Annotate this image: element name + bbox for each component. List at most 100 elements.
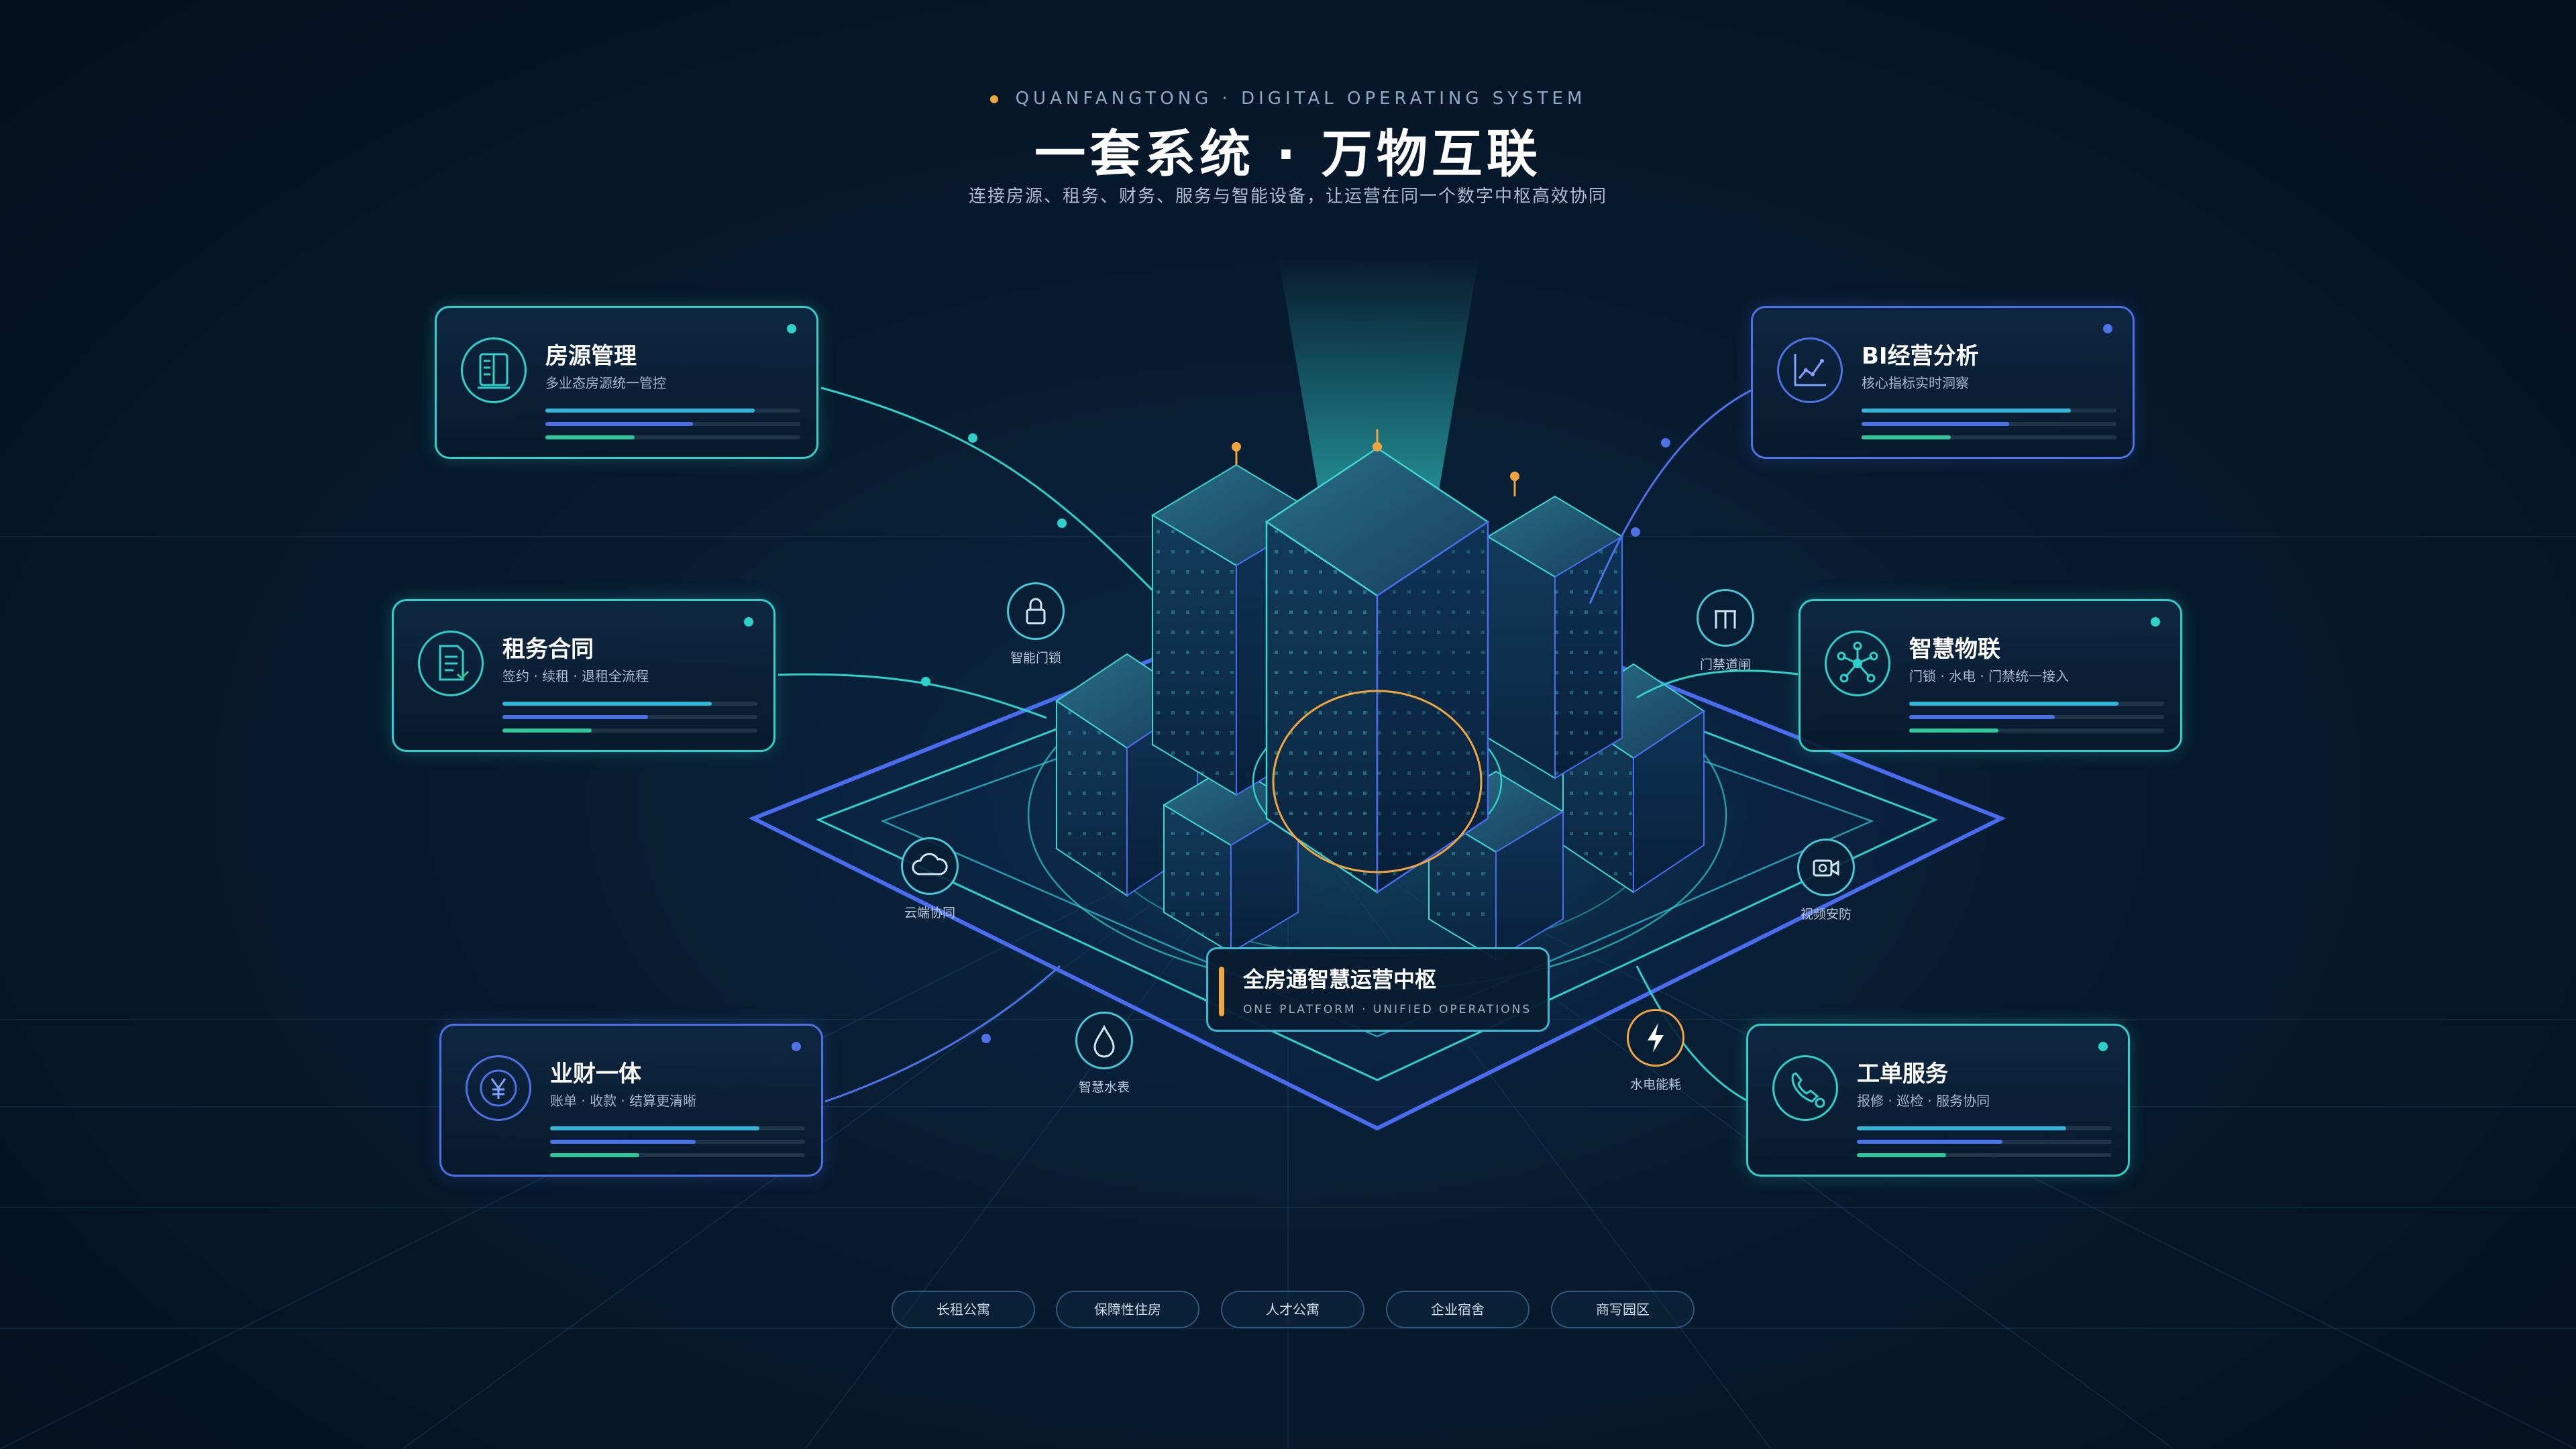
hub-title: 全房通智慧运营中枢 bbox=[1243, 967, 1437, 992]
network-hub-icon bbox=[1825, 631, 1890, 696]
progress-bar bbox=[1909, 702, 2164, 706]
node-cloud-collab[interactable]: 云端协同 bbox=[890, 837, 970, 921]
building-list-icon bbox=[461, 337, 527, 403]
lock-icon bbox=[1007, 582, 1065, 640]
card-description: 核心指标实时洞察 bbox=[1862, 375, 1969, 391]
yuan-coin-icon bbox=[466, 1055, 531, 1121]
status-dot bbox=[792, 1042, 801, 1051]
progress-bar bbox=[545, 435, 800, 439]
card-title: 房源管理 bbox=[545, 343, 637, 370]
progress-bar bbox=[502, 729, 757, 733]
progress-fill bbox=[545, 409, 755, 413]
progress-bar bbox=[502, 702, 757, 706]
progress-fill bbox=[1862, 422, 2010, 426]
progress-fill bbox=[1857, 1153, 1946, 1157]
card-description: 签约 · 续租 · 退租全流程 bbox=[502, 668, 649, 684]
node-label: 云端协同 bbox=[904, 906, 955, 920]
eyebrow-text: QUANFANGTONG · DIGITAL OPERATING SYSTEM bbox=[1015, 89, 1587, 109]
node-label: 智能门锁 bbox=[1010, 651, 1061, 665]
accent-dot bbox=[989, 95, 998, 103]
scenario-pill[interactable]: 企业宿舍 bbox=[1386, 1291, 1529, 1328]
gate-barrier-icon bbox=[1697, 589, 1754, 647]
progress-fill bbox=[1909, 702, 2118, 706]
progress-fill bbox=[1862, 409, 2071, 413]
card-title: 业财一体 bbox=[550, 1061, 641, 1087]
card-title: BI经营分析 bbox=[1862, 343, 1979, 370]
progress-bar bbox=[1857, 1140, 2112, 1144]
line-chart-icon bbox=[1777, 337, 1843, 403]
card-description: 报修 · 巡检 · 服务协同 bbox=[1857, 1093, 1990, 1109]
progress-fill bbox=[502, 702, 712, 706]
water-drop-icon bbox=[1075, 1012, 1133, 1069]
node-smart-lock[interactable]: 智能门锁 bbox=[996, 582, 1076, 666]
progress-bar bbox=[545, 409, 800, 413]
progress-fill bbox=[1909, 729, 1998, 733]
header-eyebrow: QUANFANGTONG · DIGITAL OPERATING SYSTEM bbox=[0, 89, 2576, 109]
building-front-left bbox=[1163, 763, 1299, 954]
card-description: 多业态房源统一管控 bbox=[545, 375, 666, 391]
card-finance-integration[interactable]: 业财一体 账单 · 收款 · 结算更清晰 bbox=[439, 1024, 823, 1177]
progress-bar bbox=[1862, 435, 2116, 439]
status-dot bbox=[744, 617, 753, 627]
card-bi-analytics[interactable]: BI经营分析 核心指标实时洞察 bbox=[1751, 306, 2135, 459]
node-smart-water-meter[interactable]: 智慧水表 bbox=[1064, 1012, 1144, 1095]
node-energy[interactable]: 水电能耗 bbox=[1615, 1009, 1696, 1093]
node-label: 门禁道闸 bbox=[1699, 657, 1751, 672]
hub-subtitle: ONE PLATFORM · UNIFIED OPERATIONS bbox=[1243, 1003, 1532, 1016]
progress-fill bbox=[1909, 715, 2055, 719]
progress-fill bbox=[550, 1126, 759, 1130]
card-description: 账单 · 收款 · 结算更清晰 bbox=[550, 1093, 697, 1109]
status-dot bbox=[2098, 1042, 2108, 1051]
building-back-right bbox=[1487, 472, 1623, 780]
progress-fill bbox=[545, 422, 694, 426]
progress-fill bbox=[1862, 435, 1951, 439]
progress-bar bbox=[550, 1140, 805, 1144]
card-title: 智慧物联 bbox=[1909, 636, 2000, 663]
card-smart-iot[interactable]: 智慧物联 门锁 · 水电 · 门禁统一接入 bbox=[1799, 599, 2182, 752]
card-work-order-service[interactable]: 工单服务 报修 · 巡检 · 服务协同 bbox=[1746, 1024, 2130, 1177]
progress-fill bbox=[1857, 1140, 2002, 1144]
progress-bar bbox=[502, 715, 757, 719]
scenario-pill[interactable]: 保障性住房 bbox=[1056, 1291, 1199, 1328]
status-dot bbox=[2103, 324, 2112, 333]
lightning-icon bbox=[1627, 1009, 1684, 1067]
status-dot bbox=[787, 324, 796, 333]
progress-bar bbox=[1857, 1153, 2112, 1157]
node-label: 水电能耗 bbox=[1629, 1077, 1681, 1092]
card-description: 门锁 · 水电 · 门禁统一接入 bbox=[1909, 668, 2070, 684]
node-access-gate[interactable]: 门禁道闸 bbox=[1685, 589, 1766, 673]
node-video-security[interactable]: 视频安防 bbox=[1786, 839, 1866, 922]
progress-fill bbox=[502, 715, 648, 719]
contract-document-icon bbox=[418, 631, 484, 696]
light-beam bbox=[1278, 255, 1479, 510]
phone-service-icon bbox=[1772, 1055, 1838, 1121]
node-label: 智慧水表 bbox=[1078, 1080, 1130, 1095]
node-label: 视频安防 bbox=[1800, 907, 1851, 922]
progress-bar bbox=[1862, 409, 2116, 413]
progress-bar bbox=[1909, 729, 2164, 733]
building-central-tower bbox=[1252, 429, 1503, 894]
progress-fill bbox=[550, 1153, 639, 1157]
card-property-management[interactable]: 房源管理 多业态房源统一管控 bbox=[435, 306, 818, 459]
card-title: 工单服务 bbox=[1857, 1061, 1948, 1087]
scenario-pill[interactable]: 人才公寓 bbox=[1221, 1291, 1364, 1328]
progress-bar bbox=[550, 1126, 805, 1130]
scenario-pill[interactable]: 商写园区 bbox=[1551, 1291, 1695, 1328]
progress-bar bbox=[1862, 422, 2116, 426]
progress-bar bbox=[1909, 715, 2164, 719]
card-lease-contract[interactable]: 租务合同 签约 · 续租 · 退租全流程 bbox=[392, 599, 775, 752]
progress-bar bbox=[550, 1153, 805, 1157]
progress-fill bbox=[502, 729, 592, 733]
progress-bar bbox=[545, 422, 800, 426]
camera-icon bbox=[1797, 839, 1855, 896]
card-title: 租务合同 bbox=[502, 636, 594, 663]
page-subtitle: 连接房源、租务、财务、服务与智能设备，让运营在同一个数字中枢高效协同 bbox=[968, 186, 1607, 207]
progress-fill bbox=[1857, 1126, 2066, 1130]
cloud-icon bbox=[901, 837, 959, 895]
hub-accent-bar bbox=[1219, 967, 1224, 1016]
scenario-pill[interactable]: 长租公寓 bbox=[892, 1291, 1035, 1328]
hub-label: 全房通智慧运营中枢 ONE PLATFORM · UNIFIED OPERATI… bbox=[1206, 947, 1550, 1032]
status-dot bbox=[2151, 617, 2160, 627]
progress-fill bbox=[545, 435, 635, 439]
